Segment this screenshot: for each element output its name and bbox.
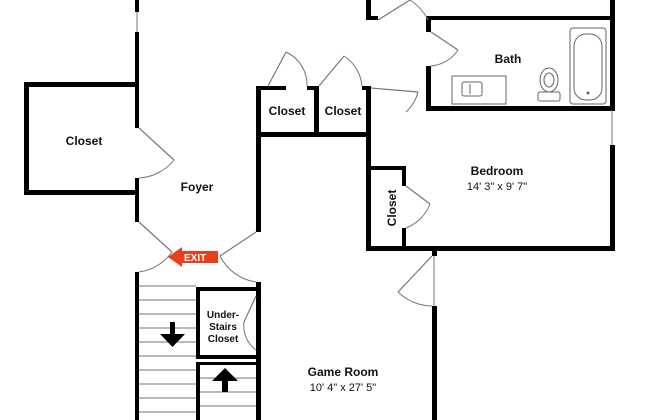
- door-leaf: [267, 51, 287, 87]
- wall: [610, 145, 615, 250]
- door-leaf: [138, 221, 173, 253]
- closet-middle-a-label: Closet: [269, 104, 306, 118]
- exit-sign: EXIT: [168, 247, 218, 267]
- wall: [196, 355, 260, 359]
- wall: [256, 136, 261, 232]
- wall: [314, 86, 319, 136]
- bathtub-icon: [569, 27, 607, 105]
- doors: [138, 0, 459, 351]
- wall: [256, 86, 261, 136]
- wall: [426, 106, 615, 111]
- wall: [196, 287, 200, 359]
- vanity-sink-icon: [451, 75, 507, 105]
- door-leaf: [318, 55, 345, 87]
- arrow-up-icon: [212, 368, 238, 392]
- door-swing: [409, 0, 429, 21]
- wall: [256, 282, 261, 420]
- door-leaf: [397, 255, 433, 293]
- exit-label: EXIT: [184, 253, 206, 264]
- door-swing: [243, 321, 257, 351]
- wall: [256, 86, 286, 90]
- under-stairs-label-line3: Closet: [208, 334, 239, 345]
- wall: [24, 82, 29, 195]
- wall: [428, 16, 614, 20]
- wall: [610, 0, 615, 110]
- wall: [135, 178, 139, 222]
- under-stairs-label-line2: Stairs: [209, 322, 237, 333]
- wall: [426, 66, 431, 110]
- door-leaf: [243, 295, 257, 323]
- closet-left-label: Closet: [66, 134, 103, 148]
- game-room-label: Game Room: [308, 365, 379, 379]
- wall: [307, 86, 319, 90]
- game-room-dimensions: 10' 4" x 27' 5": [310, 382, 377, 394]
- stairs: [139, 285, 256, 413]
- wall: [256, 132, 371, 137]
- wall: [24, 82, 139, 87]
- door-swing: [285, 51, 308, 87]
- room-labels: Closet Foyer Closet Closet Bath Bedroom …: [66, 52, 528, 394]
- wall: [402, 228, 406, 250]
- under-stairs-label-line1: Under-: [207, 310, 239, 321]
- wall: [24, 190, 139, 195]
- door-swing: [405, 203, 431, 229]
- door-swing: [430, 49, 459, 67]
- openings: [136, 12, 613, 306]
- wall: [426, 16, 431, 32]
- door-swing: [343, 55, 363, 87]
- wall: [366, 166, 406, 170]
- wall: [366, 0, 371, 20]
- wall: [135, 32, 139, 128]
- bedroom-label: Bedroom: [471, 164, 524, 178]
- bath-fixtures: [451, 27, 607, 105]
- wall: [366, 246, 615, 251]
- door-swing: [138, 251, 173, 273]
- bath-label: Bath: [495, 52, 522, 66]
- door-leaf: [377, 0, 411, 21]
- door-leaf: [370, 87, 419, 93]
- walls: [24, 0, 615, 420]
- wall: [135, 0, 139, 12]
- exit-arrow-icon: [168, 247, 218, 267]
- closet-middle-b-label: Closet: [325, 104, 362, 118]
- wall: [196, 362, 260, 365]
- wall: [366, 110, 371, 250]
- toilet-icon: [537, 67, 561, 102]
- wall: [196, 287, 260, 291]
- arrow-down-icon: [160, 322, 185, 347]
- wall: [135, 272, 139, 420]
- door-leaf: [219, 231, 257, 257]
- bedroom-dimensions: 14' 3" x 9' 7": [467, 181, 527, 193]
- wall: [432, 250, 437, 256]
- door-leaf: [138, 127, 175, 161]
- wall: [432, 306, 437, 420]
- wall: [366, 16, 378, 20]
- door-swing: [405, 91, 419, 113]
- door-swing: [138, 159, 175, 179]
- door-swing: [397, 291, 433, 307]
- wall: [196, 362, 200, 420]
- foyer-label: Foyer: [181, 180, 214, 194]
- door-swing: [219, 255, 257, 283]
- closet-bedroom-label: Closet: [385, 190, 399, 227]
- door-leaf: [405, 185, 431, 205]
- wall: [402, 166, 406, 186]
- door-leaf: [430, 31, 459, 51]
